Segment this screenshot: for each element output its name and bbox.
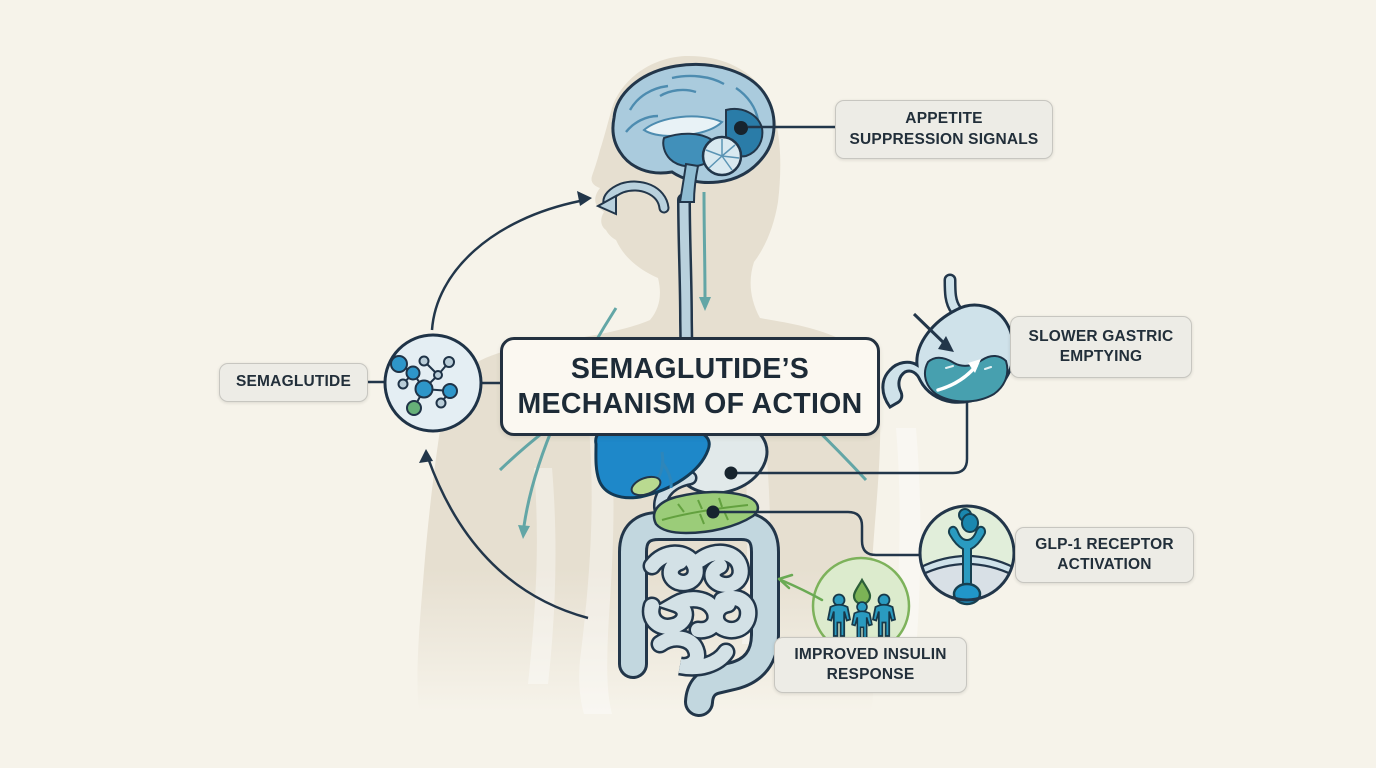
large-intestine [618, 511, 780, 717]
pancreas-organ [652, 490, 760, 535]
connector-dot-brain [734, 121, 748, 135]
label-slower-gastric-emptying: SLOWER GASTRIC EMPTYING [1010, 316, 1192, 378]
title-box: SEMAGLUTIDE’S MECHANISM OF ACTION [500, 337, 880, 436]
circulation-arrow-return [419, 449, 589, 620]
stomach-icon [881, 273, 1015, 409]
receptor-icon [918, 504, 1016, 606]
swallow-arrow [595, 180, 670, 216]
label-glp1-receptor-activation: GLP-1 RECEPTOR ACTIVATION [1015, 527, 1194, 583]
flow-arrowhead-esophagus [699, 297, 711, 311]
gallbladder-organ [630, 475, 662, 497]
brain-icon [611, 62, 776, 203]
flow-arrowhead-torso [518, 525, 530, 539]
label-improved-insulin-response: IMPROVED INSULIN RESPONSE [774, 637, 967, 693]
insulin-people-icon [777, 556, 911, 656]
molecule-icon [383, 333, 483, 433]
small-intestine [641, 543, 758, 677]
connector-pancreas-receptor [713, 510, 919, 557]
connector-stomach-icon [731, 402, 969, 475]
label-appetite-suppression: APPETITE SUPPRESSION SIGNALS [835, 100, 1053, 159]
connector-lines [366, 125, 969, 557]
insulin-arrow [777, 573, 824, 602]
connector-dot-pancreas [706, 505, 720, 519]
connector-dot-stomach [724, 466, 738, 480]
circulation-arrow-to-mouth [430, 191, 592, 331]
gastric-entry-arrow [912, 312, 954, 352]
label-semaglutide: SEMAGLUTIDE [219, 363, 368, 402]
